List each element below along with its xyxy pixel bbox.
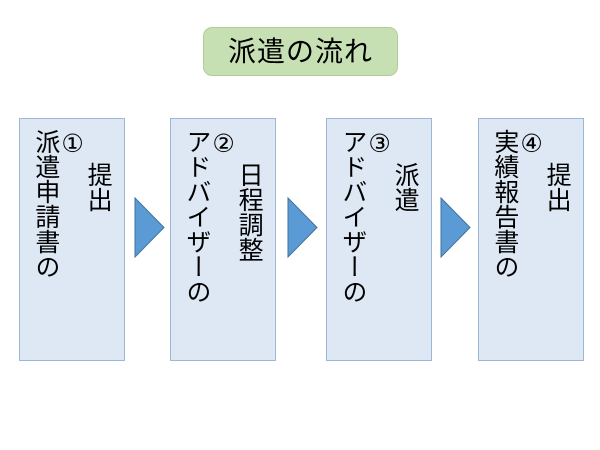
- flow-arrow-3: [440, 197, 471, 258]
- right-arrow-icon: [287, 197, 318, 258]
- flow-step-1-primary-label: 派遣申請書の: [31, 129, 61, 279]
- flow-step-1-secondary-column: 提出: [84, 162, 114, 212]
- diagram-title-box: 派遣の流れ: [203, 27, 398, 76]
- flow-arrow-1: [134, 197, 165, 258]
- right-arrow-icon: [440, 197, 471, 258]
- flow-step-2-primary-label: アドバイザーの: [182, 129, 212, 304]
- flow-arrow-2: [287, 197, 318, 258]
- diagram-title-text: 派遣の流れ: [227, 34, 373, 68]
- right-arrow-icon: [134, 197, 165, 258]
- flow-step-4-number: ④: [517, 129, 547, 158]
- flow-step-4-secondary-column: 提出: [543, 162, 573, 212]
- flow-step-4-primary-label: 実績報告書の: [490, 129, 520, 279]
- flow-step-3-primary-label: アドバイザーの: [338, 129, 368, 304]
- flow-step-2-number: ②: [209, 129, 239, 158]
- flow-step-1-number: ①: [58, 129, 88, 158]
- flow-step-3-number: ③: [365, 129, 395, 158]
- flow-step-3-secondary-column: 派遣: [391, 162, 421, 212]
- flow-step-2-secondary-column: 日程調整: [235, 162, 265, 262]
